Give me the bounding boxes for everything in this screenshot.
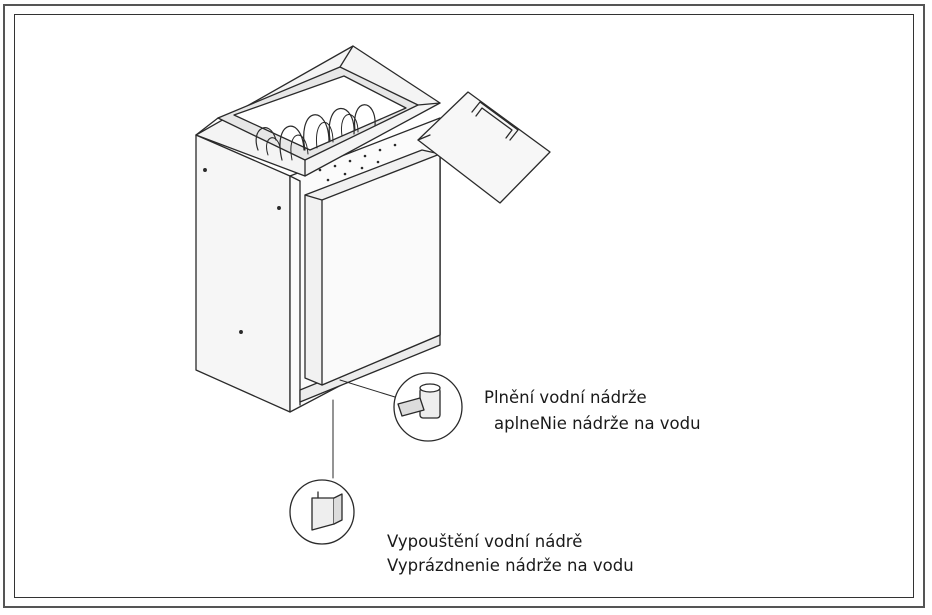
drain-label-sk: Vyprázdnenie nádrže na vodu: [387, 556, 634, 575]
drain-detail-circle: [289, 479, 355, 545]
drain-label-cz: Vypouštění vodní nádrě: [387, 532, 583, 551]
leader-lines: [332, 379, 396, 479]
inner-frame: [14, 14, 914, 598]
heater-door-panel: [304, 149, 441, 386]
heater-top-hopper: [195, 45, 441, 182]
fill-label-cz: Plnění vodní nádrže: [484, 388, 647, 407]
fill-detail-circle: [393, 372, 463, 442]
heater-left-side: [195, 134, 291, 413]
fill-label-sk: aplneNie nádrže na vodu: [494, 414, 701, 433]
outer-frame: [3, 4, 925, 608]
water-tank-lid: [417, 91, 551, 204]
